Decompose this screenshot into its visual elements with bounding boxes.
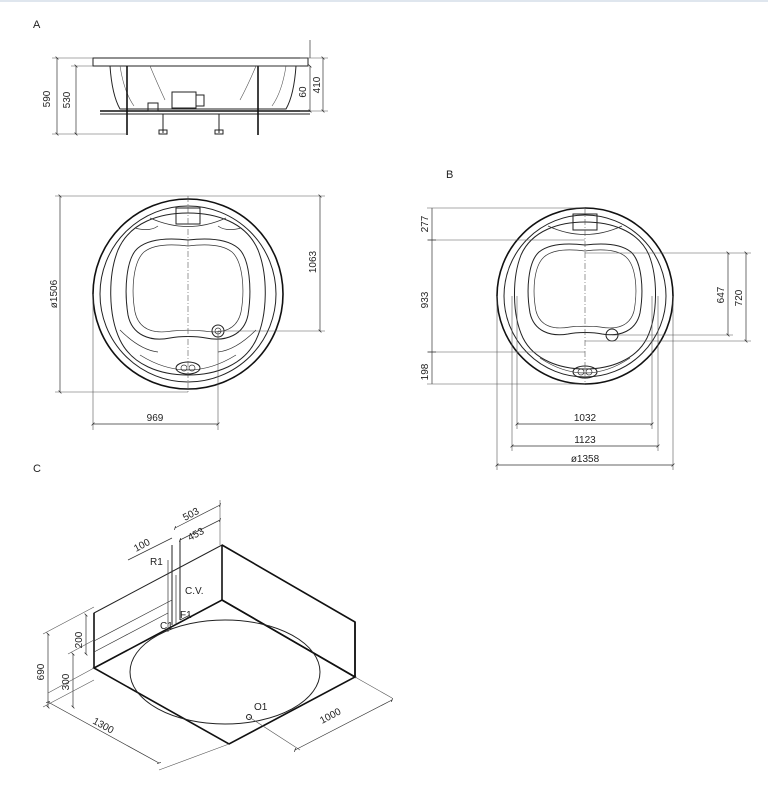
label-o1: O1 — [254, 702, 268, 713]
dim-1123: 1123 — [574, 435, 596, 446]
dim-647: 647 — [716, 286, 727, 303]
dim-300: 300 — [61, 673, 72, 690]
dim-1000: 1000 — [318, 706, 343, 726]
dim-720: 720 — [734, 289, 745, 306]
dim-690: 690 — [36, 663, 47, 680]
pump-motor — [171, 91, 197, 109]
installation-dimensions — [42, 500, 393, 771]
section-label-b: B — [446, 169, 453, 181]
label-f1: F1 — [180, 610, 192, 621]
label-r1: R1 — [150, 557, 163, 568]
dim-198: 198 — [420, 363, 431, 380]
drain-point-o1 — [246, 714, 252, 720]
dim-diameter-1358: ø1358 — [571, 454, 600, 465]
dim-277: 277 — [420, 215, 431, 232]
side-dimensions — [52, 40, 328, 136]
dim-100: 100 — [132, 537, 152, 555]
side-view — [92, 57, 310, 135]
dim-1063: 1063 — [308, 250, 319, 273]
section-label-c: C — [33, 463, 41, 475]
plan-b-dimensions — [427, 207, 751, 470]
dim-969: 969 — [147, 413, 164, 424]
dim-diameter-1506: ø1506 — [49, 279, 60, 308]
dim-60: 60 — [298, 86, 309, 98]
plan-view-b — [496, 207, 674, 385]
tub-footprint — [129, 619, 321, 725]
section-label-a: A — [33, 19, 41, 31]
label-c1: C1 — [160, 621, 173, 632]
dim-410: 410 — [312, 76, 323, 93]
dim-933: 933 — [420, 291, 431, 308]
installation-view — [92, 540, 357, 745]
dim-530: 530 — [62, 91, 73, 108]
dim-590: 590 — [42, 90, 53, 107]
dim-200: 200 — [74, 631, 85, 648]
plan-dimensions — [55, 194, 325, 430]
plan-view — [92, 196, 284, 392]
dim-1300: 1300 — [91, 716, 116, 737]
dim-503: 503 — [181, 506, 201, 524]
label-cv: C.V. — [185, 586, 204, 597]
dim-1032: 1032 — [574, 413, 597, 424]
top-border — [0, 0, 768, 2]
